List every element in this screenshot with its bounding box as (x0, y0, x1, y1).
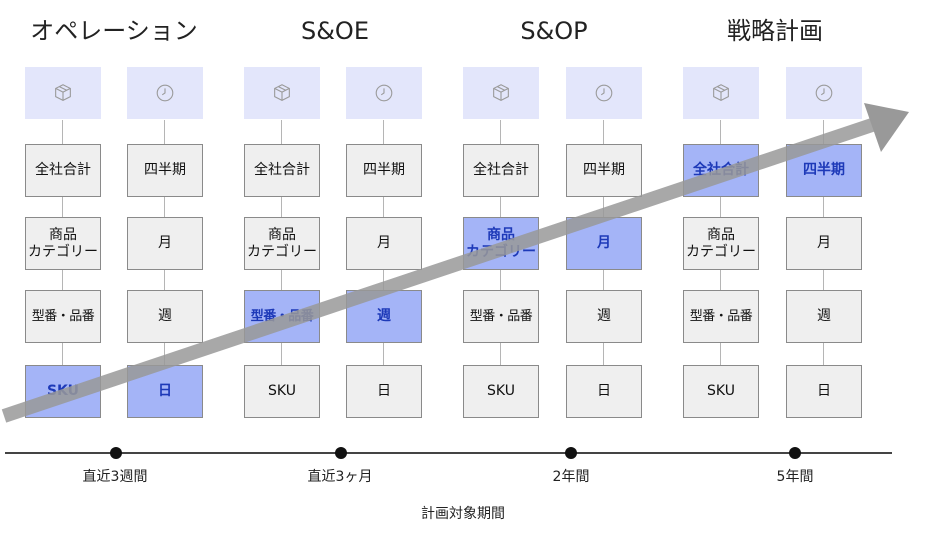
time-dimension-header (566, 67, 642, 119)
box-icon (713, 84, 729, 101)
level-quarter: 四半期 (786, 144, 862, 197)
timeline-label-2years: 2年間 (552, 469, 590, 485)
timeline-axis (5, 452, 892, 454)
product-dimension-header (463, 67, 539, 119)
level-model: 型番・品番 (244, 290, 320, 343)
level-total: 全社合計 (463, 144, 539, 197)
product-hierarchy-stack-sop: 全社合計 商品 カテゴリー 型番・品番 SKU (463, 0, 539, 420)
level-category: 商品 カテゴリー (244, 217, 320, 270)
product-hierarchy-stack-soe: 全社合計 商品 カテゴリー 型番・品番 SKU (244, 0, 320, 420)
timeline-label-5years: 5年間 (776, 469, 814, 485)
timeline-marker (565, 447, 577, 459)
product-hierarchy-stack-operation: 全社合計 商品 カテゴリー 型番・品番 SKU (25, 0, 101, 420)
timeline-marker (110, 447, 122, 459)
time-hierarchy-stack-operation: 四半期 月 週 日 (127, 0, 203, 420)
level-category: 商品 カテゴリー (683, 217, 759, 270)
level-total: 全社合計 (683, 144, 759, 197)
time-hierarchy-stack-sop: 四半期 月 週 日 (566, 0, 642, 420)
time-hierarchy-stack-strategy: 四半期 月 週 日 (786, 0, 862, 420)
column-title-strategy: 戦略計画 (727, 17, 823, 45)
time-dimension-header (786, 67, 862, 119)
level-day: 日 (786, 365, 862, 418)
time-dimension-header (127, 67, 203, 119)
level-sku: SKU (683, 365, 759, 418)
level-sku: SKU (244, 365, 320, 418)
level-day: 日 (127, 365, 203, 418)
level-sku: SKU (25, 365, 101, 418)
clock-icon (156, 84, 174, 102)
product-dimension-header (683, 67, 759, 119)
box-icon (55, 84, 71, 101)
product-hierarchy-stack-strategy: 全社合計 商品 カテゴリー 型番・品番 SKU (683, 0, 759, 420)
column-title-sop: S&OP (520, 17, 588, 45)
timeline-marker (335, 447, 347, 459)
level-total: 全社合計 (244, 144, 320, 197)
level-quarter: 四半期 (566, 144, 642, 197)
level-quarter: 四半期 (346, 144, 422, 197)
clock-icon (375, 84, 393, 102)
timeline-marker (789, 447, 801, 459)
product-dimension-header (244, 67, 320, 119)
level-total: 全社合計 (25, 144, 101, 197)
level-month: 月 (127, 217, 203, 270)
level-day: 日 (346, 365, 422, 418)
level-model: 型番・品番 (25, 290, 101, 343)
column-title-soe: S&OE (300, 17, 369, 45)
timeline-label-3weeks: 直近3週間 (82, 469, 148, 485)
level-month: 月 (346, 217, 422, 270)
product-dimension-header (25, 67, 101, 119)
box-icon (493, 84, 509, 101)
level-week: 週 (566, 290, 642, 343)
level-category: 商品 カテゴリー (25, 217, 101, 270)
time-hierarchy-stack-soe: 四半期 月 週 日 (346, 0, 422, 420)
level-month: 月 (566, 217, 642, 270)
level-week: 週 (786, 290, 862, 343)
column-title-operation: オペレーション (30, 17, 198, 45)
level-sku: SKU (463, 365, 539, 418)
box-icon (274, 84, 290, 101)
level-model: 型番・品番 (683, 290, 759, 343)
clock-icon (815, 84, 833, 102)
level-week: 週 (346, 290, 422, 343)
level-week: 週 (127, 290, 203, 343)
level-model: 型番・品番 (463, 290, 539, 343)
clock-icon (595, 84, 613, 102)
level-category: 商品 カテゴリー (463, 217, 539, 270)
timeline-label-3months: 直近3ヶ月 (307, 469, 373, 485)
time-dimension-header (346, 67, 422, 119)
level-month: 月 (786, 217, 862, 270)
timeline-axis-title: 計画対象期間 (421, 506, 505, 522)
level-quarter: 四半期 (127, 144, 203, 197)
level-day: 日 (566, 365, 642, 418)
